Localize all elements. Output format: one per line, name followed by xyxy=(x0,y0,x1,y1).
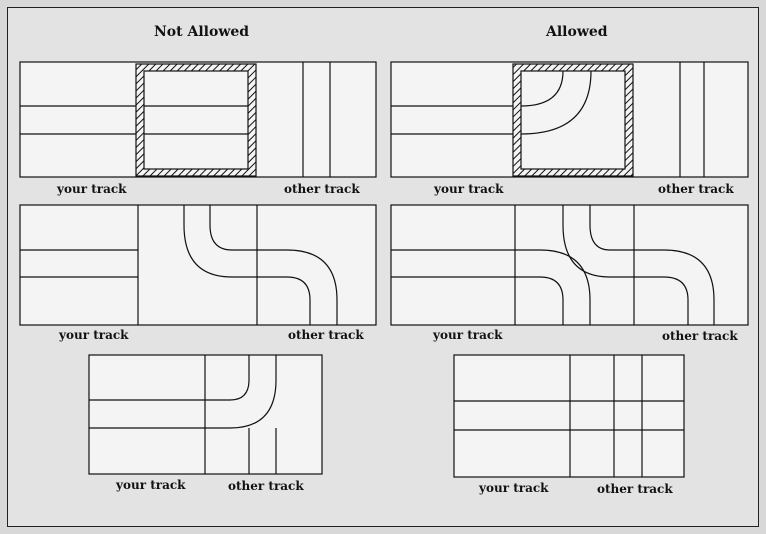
hatched-tile xyxy=(512,63,634,177)
label-other-track: other track xyxy=(662,329,738,343)
label-your-track: your track xyxy=(479,481,549,495)
panel-allowed-1 xyxy=(390,61,749,178)
label-your-track: your track xyxy=(433,328,503,342)
panel-not-allowed-1 xyxy=(19,61,377,178)
label-other-track: other track xyxy=(288,328,364,342)
panel-allowed-3 xyxy=(453,354,685,478)
label-other-track: other track xyxy=(658,182,734,196)
panel-not-allowed-3 xyxy=(88,354,323,475)
label-other-track: other track xyxy=(228,479,304,493)
heading-allowed: Allowed xyxy=(546,24,608,40)
panel-not-allowed-2 xyxy=(19,204,377,326)
heading-not-allowed: Not Allowed xyxy=(154,24,250,40)
panel-allowed-2 xyxy=(390,204,749,326)
label-your-track: your track xyxy=(434,182,504,196)
hatched-tile xyxy=(135,63,257,177)
label-your-track: your track xyxy=(116,478,186,492)
label-other-track: other track xyxy=(284,182,360,196)
label-your-track: your track xyxy=(59,328,129,342)
label-other-track: other track xyxy=(597,482,673,496)
label-your-track: your track xyxy=(57,182,127,196)
